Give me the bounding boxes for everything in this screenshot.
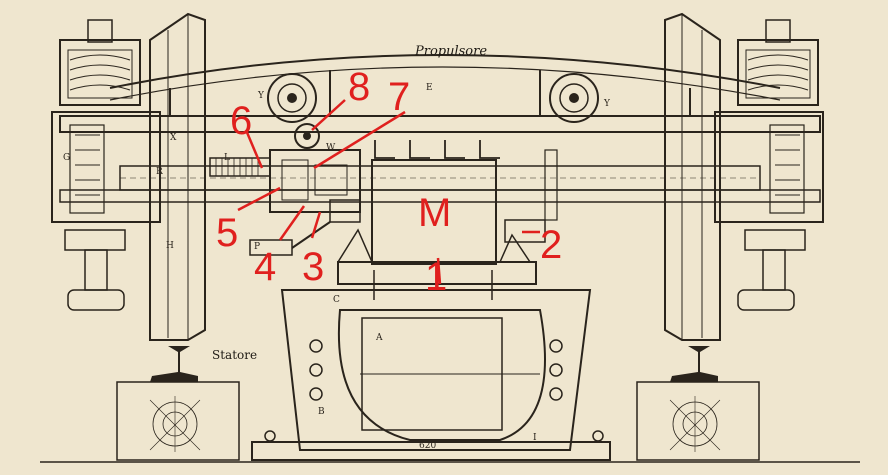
- right-rail: [670, 346, 718, 382]
- part-letter-x: X: [170, 133, 177, 143]
- stator-foot: [251, 430, 611, 461]
- part-letter-b: B: [318, 407, 325, 417]
- part-letter-g: G: [63, 153, 70, 163]
- propulsor-label: Propulsore: [414, 44, 487, 59]
- callout-1: 1: [425, 255, 447, 299]
- motor-body: [371, 159, 497, 265]
- left-wheel: [149, 12, 206, 341]
- part-letter-c: C: [333, 295, 340, 305]
- part-letter-r: R: [156, 167, 163, 177]
- component-2: [504, 149, 558, 243]
- part-letter-y-left: Y: [257, 91, 265, 101]
- callout-4: 4: [254, 245, 276, 289]
- side-frame-right: [714, 111, 824, 223]
- axle-shaft: [119, 165, 761, 191]
- small-pulley: [294, 123, 320, 149]
- part-letter-w: W: [326, 143, 336, 153]
- part-letter-y-right: Y: [603, 99, 611, 109]
- callout-3: 3: [302, 245, 324, 289]
- callout-6: 6: [230, 99, 252, 143]
- left-sleeper: [116, 381, 240, 461]
- stator-housing: [280, 289, 592, 451]
- lever-p: [249, 221, 331, 256]
- part-letter-e: E: [426, 83, 433, 93]
- left-rail: [150, 346, 198, 382]
- propulsor-beam: [109, 54, 781, 101]
- right-sleeper: [636, 381, 760, 461]
- side-frame-left: [51, 111, 161, 223]
- right-axle-box: [737, 19, 819, 311]
- part-letter-i: I: [533, 433, 537, 443]
- callout-motor-m: M: [418, 191, 451, 235]
- bracket-row: [374, 140, 500, 159]
- motor-base-plate: [337, 228, 537, 285]
- callout-5: 5: [216, 211, 238, 255]
- right-wheel: [664, 12, 721, 341]
- pulley-left: [267, 73, 317, 123]
- stator-label: Statore: [212, 348, 257, 362]
- pulley-right: [549, 73, 599, 123]
- callout-2: 2: [540, 223, 562, 267]
- part-letter-h: H: [166, 241, 174, 251]
- callout-7: 7: [388, 75, 410, 119]
- part-letter-a: A: [375, 333, 383, 343]
- callout-8: 8: [348, 65, 370, 109]
- clutch-block: [269, 149, 361, 223]
- left-axle-box: [59, 19, 141, 311]
- part-letter-l: L: [224, 153, 230, 163]
- callout-leaders: [237, 99, 540, 285]
- dimension-label: 620: [419, 441, 436, 451]
- part-letter-p: P: [254, 242, 260, 252]
